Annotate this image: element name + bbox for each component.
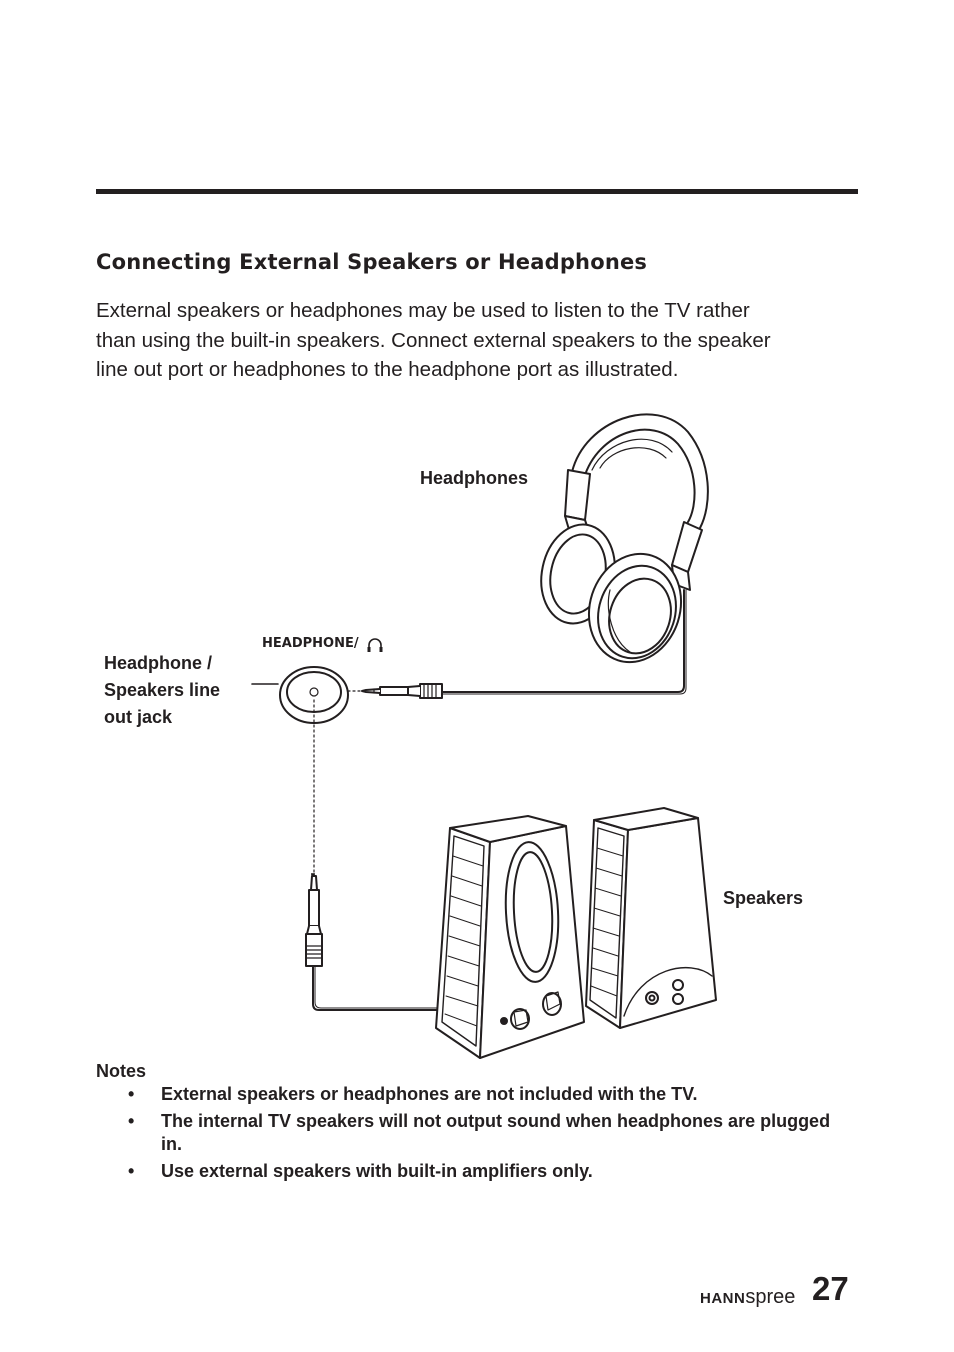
headphones-icon: [441, 413, 709, 695]
brand-bold: HANN: [700, 1290, 746, 1307]
left-speaker-icon: [435, 815, 585, 1059]
intro-line: than using the built-in speakers. Connec…: [96, 328, 771, 352]
headphone-plug-icon: [361, 683, 443, 699]
jack-label-line: Headphone /: [104, 653, 213, 673]
notes-title: Notes: [96, 1061, 147, 1081]
list-item: • The internal TV speakers will not outp…: [126, 1110, 856, 1156]
intro-line: External speakers or headphones may be u…: [96, 299, 750, 322]
headphones-label: Headphones: [420, 468, 529, 488]
notes-list: • External speakers or headphones are no…: [126, 1083, 856, 1187]
intro-line: line out port or headphones to the headp…: [96, 358, 679, 381]
headphone-symbol-icon: [367, 638, 383, 652]
list-item: • External speakers or headphones are no…: [126, 1083, 856, 1106]
note-text: External speakers or headphones are not …: [161, 1084, 698, 1104]
jack-label-line: out jack: [104, 707, 173, 727]
jack-label-line: Speakers line: [104, 680, 221, 700]
section-title: Connecting External Speakers or Headphon…: [96, 250, 648, 274]
speaker-plug-icon: [305, 873, 439, 1011]
bullet: •: [128, 1111, 135, 1131]
jack-label: Headphone / Speakers line out jack: [104, 650, 220, 731]
bullet: •: [128, 1084, 135, 1104]
audio-jack-icon: [279, 666, 349, 724]
list-item: • Use external speakers with built-in am…: [126, 1160, 856, 1183]
top-rule: [96, 189, 858, 194]
speakers-label: Speakers: [723, 888, 804, 908]
note-text: Use external speakers with built-in ampl…: [161, 1161, 593, 1181]
brand-light: spree: [745, 1286, 796, 1308]
note-text: The internal TV speakers will not output…: [161, 1111, 831, 1154]
brand-logo: HANNspree: [700, 1286, 795, 1309]
intro-paragraph: External speakers or headphones may be u…: [96, 296, 856, 385]
page-number: 27: [812, 1270, 849, 1307]
bullet: •: [128, 1161, 135, 1181]
port-label: HEADPHONE/: [262, 636, 359, 651]
right-speaker-icon: [585, 807, 717, 1029]
